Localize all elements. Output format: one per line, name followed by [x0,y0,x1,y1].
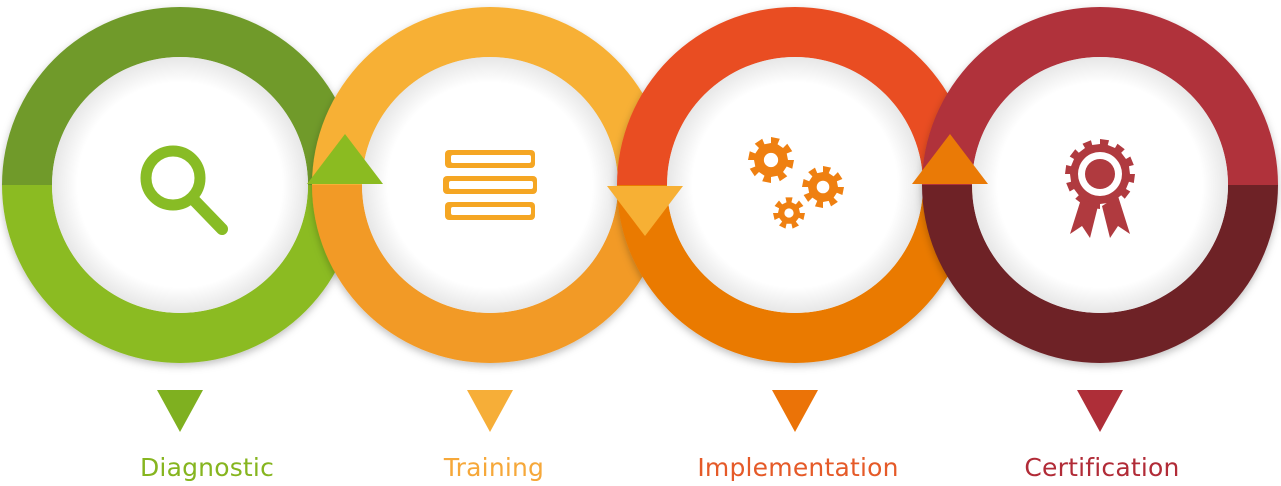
pointer-training [467,390,513,432]
step-label-certification: Certification [1024,453,1180,482]
ring-center-implementation [667,57,923,313]
pointer-certification [1077,390,1123,432]
books-icon [443,150,537,220]
pointer-diagnostic [157,390,203,432]
ring-diagnostic [2,7,358,363]
ring-center-diagnostic [52,57,308,313]
pointers-layer [157,134,1123,432]
step-label-implementation: Implementation [697,453,899,482]
gears-icon [748,137,844,229]
ring-training [312,7,668,363]
flow-arrow-1 [307,134,383,184]
pointer-implementation [772,390,818,432]
step-label-training: Training [443,453,545,482]
award-ribbon-icon [1065,139,1135,238]
ring-implementation [617,7,973,363]
magnifier-icon [140,145,228,235]
ring-certification [922,7,1278,363]
flow-arrow-2 [607,186,683,236]
step-label-diagnostic: Diagnostic [139,453,275,482]
flow-arrow-3 [912,134,988,184]
